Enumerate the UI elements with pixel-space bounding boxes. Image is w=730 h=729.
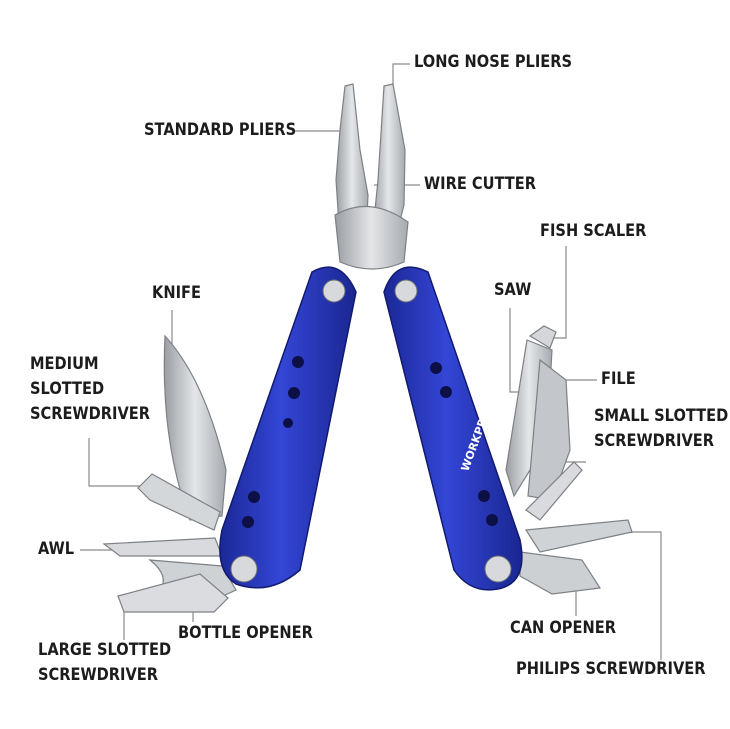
leader-medium-slotted [88,438,140,487]
label-wire-cutter: WIRE CUTTER [424,174,537,194]
screw-bottom-left [230,555,258,583]
label-can-opener: CAN OPENER [510,618,616,638]
can-opener-tool [519,551,602,595]
label-small-slotted-screwdriver: SMALL SLOTTED SCREWDRIVER [594,404,728,454]
small-slotted-tool [525,461,583,521]
label-line: SMALL SLOTTED [594,406,729,426]
label-medium-slotted-screwdriver: MEDIUM SLOTTED SCREWDRIVER [30,352,150,427]
label-saw: SAW [494,280,532,300]
label-fish-scaler: FISH SCALER [540,221,647,241]
right-handle [383,266,523,591]
handle-holes-right [430,362,498,526]
fish-scaler-tool [528,325,557,349]
leader-long-nose-pliers [392,63,410,95]
label-line: SCREWDRIVER [38,665,159,685]
label-line: MEDIUM [30,354,99,374]
label-line: SCREWDRIVER [594,431,715,451]
label-philips-screwdriver: PHILIPS SCREWDRIVER [516,659,706,679]
large-slotted-tool [117,573,229,613]
leader-philips [630,531,662,660]
handle-holes-left [242,356,304,528]
awl-tool [102,537,223,557]
label-line: SCREWDRIVER [30,404,151,424]
label-line: SLOTTED [30,379,105,399]
label-long-nose-pliers: LONG NOSE PLIERS [414,52,573,72]
left-tools [102,334,237,613]
label-standard-pliers: STANDARD PLIERS [144,120,297,140]
label-line: LARGE SLOTTED [38,640,172,660]
label-bottle-opener: BOTTLE OPENER [178,623,313,643]
pliers-jaws [334,83,409,270]
screw-top-right [394,279,418,303]
pliers-pivot [334,205,409,270]
medium-slotted-tool [137,473,221,531]
handles: WORKPRO [219,266,523,591]
leader-fish-scaler [548,246,567,339]
label-awl: AWL [38,539,75,559]
screw-bottom-right [484,555,512,583]
label-knife: KNIFE [152,283,201,303]
screw-top-left [322,279,346,303]
philips-tool [524,519,633,553]
label-large-slotted-screwdriver: LARGE SLOTTED SCREWDRIVER [38,638,171,688]
label-file: FILE [601,369,636,389]
right-tools [505,325,633,595]
